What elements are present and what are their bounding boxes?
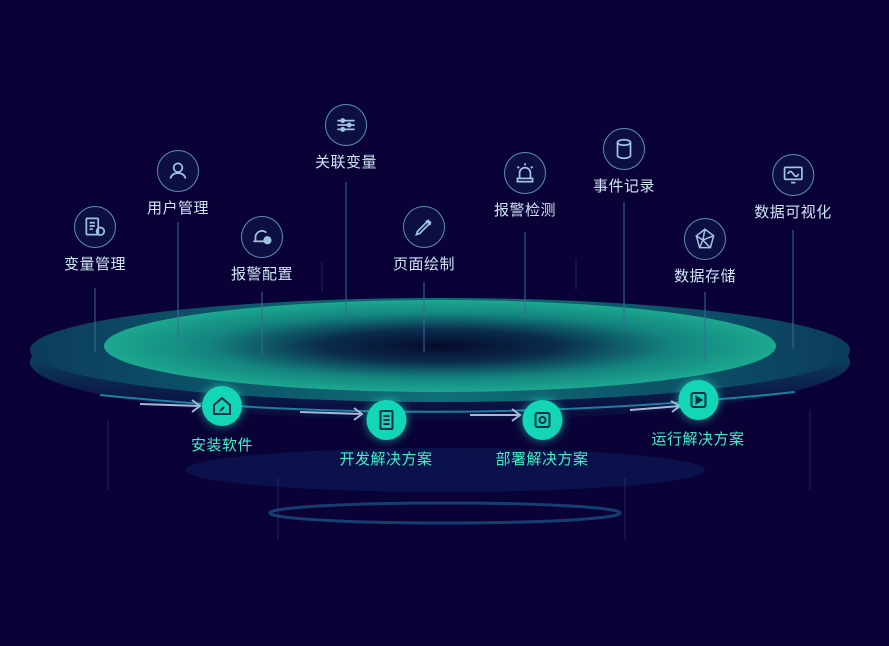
flow-arrows: [139, 399, 682, 422]
feature-label: 数据存储: [673, 267, 737, 285]
step-install-software[interactable]: 安装软件: [191, 386, 253, 455]
feature-user-management[interactable]: 用户管理: [147, 150, 209, 218]
feature-label: 事件记录: [592, 177, 656, 195]
feature-label: 变量管理: [63, 255, 127, 273]
feature-label: 报警配置: [230, 265, 294, 283]
feature-label: 用户管理: [146, 199, 210, 217]
deploy-box-icon: [521, 400, 562, 440]
step-label: 安装软件: [190, 436, 254, 454]
feature-alarm-detection[interactable]: 报警检测: [494, 152, 556, 220]
variable-list-icon: [73, 206, 116, 248]
feature-event-log[interactable]: 事件记录: [593, 128, 655, 196]
step-label: 运行解决方案: [651, 430, 745, 448]
step-label: 部署解决方案: [495, 450, 589, 468]
feature-linked-variable[interactable]: 关联变量: [315, 104, 377, 172]
checklist-icon: [365, 400, 406, 440]
feature-label: 关联变量: [314, 153, 378, 171]
reflection-ring-1: [185, 448, 705, 492]
step-run-solution[interactable]: 运行解决方案: [651, 380, 744, 449]
feature-data-storage[interactable]: 数据存储: [674, 218, 736, 286]
feature-page-drawing[interactable]: 页面绘制: [393, 206, 455, 274]
play-icon: [677, 380, 718, 420]
reflection-ring-2: [268, 501, 622, 525]
alarm-config-icon: [240, 216, 283, 258]
database-icon: [602, 128, 645, 170]
linked-variable-icon: [324, 104, 367, 146]
step-deploy-solution[interactable]: 部署解决方案: [495, 400, 588, 469]
alarm-light-icon: [503, 152, 546, 194]
user-icon: [156, 150, 199, 192]
decor-lines: [107, 258, 811, 540]
house-wrench-icon: [201, 386, 242, 426]
step-label: 开发解决方案: [339, 450, 433, 468]
step-develop-solution[interactable]: 开发解决方案: [339, 400, 432, 469]
feature-label: 报警检测: [493, 201, 557, 219]
disc-inner: [104, 300, 776, 392]
feature-connectors: [94, 182, 794, 362]
feature-label: 数据可视化: [754, 203, 832, 221]
feature-label: 页面绘制: [392, 255, 456, 273]
feature-data-visualization[interactable]: 数据可视化: [754, 154, 832, 222]
storage-polyhedron-icon: [683, 218, 726, 260]
feature-alarm-config[interactable]: 报警配置: [231, 216, 293, 284]
monitor-wave-icon: [771, 154, 814, 196]
pen-draw-icon: [402, 206, 445, 248]
feature-variable-management[interactable]: 变量管理: [64, 206, 126, 274]
